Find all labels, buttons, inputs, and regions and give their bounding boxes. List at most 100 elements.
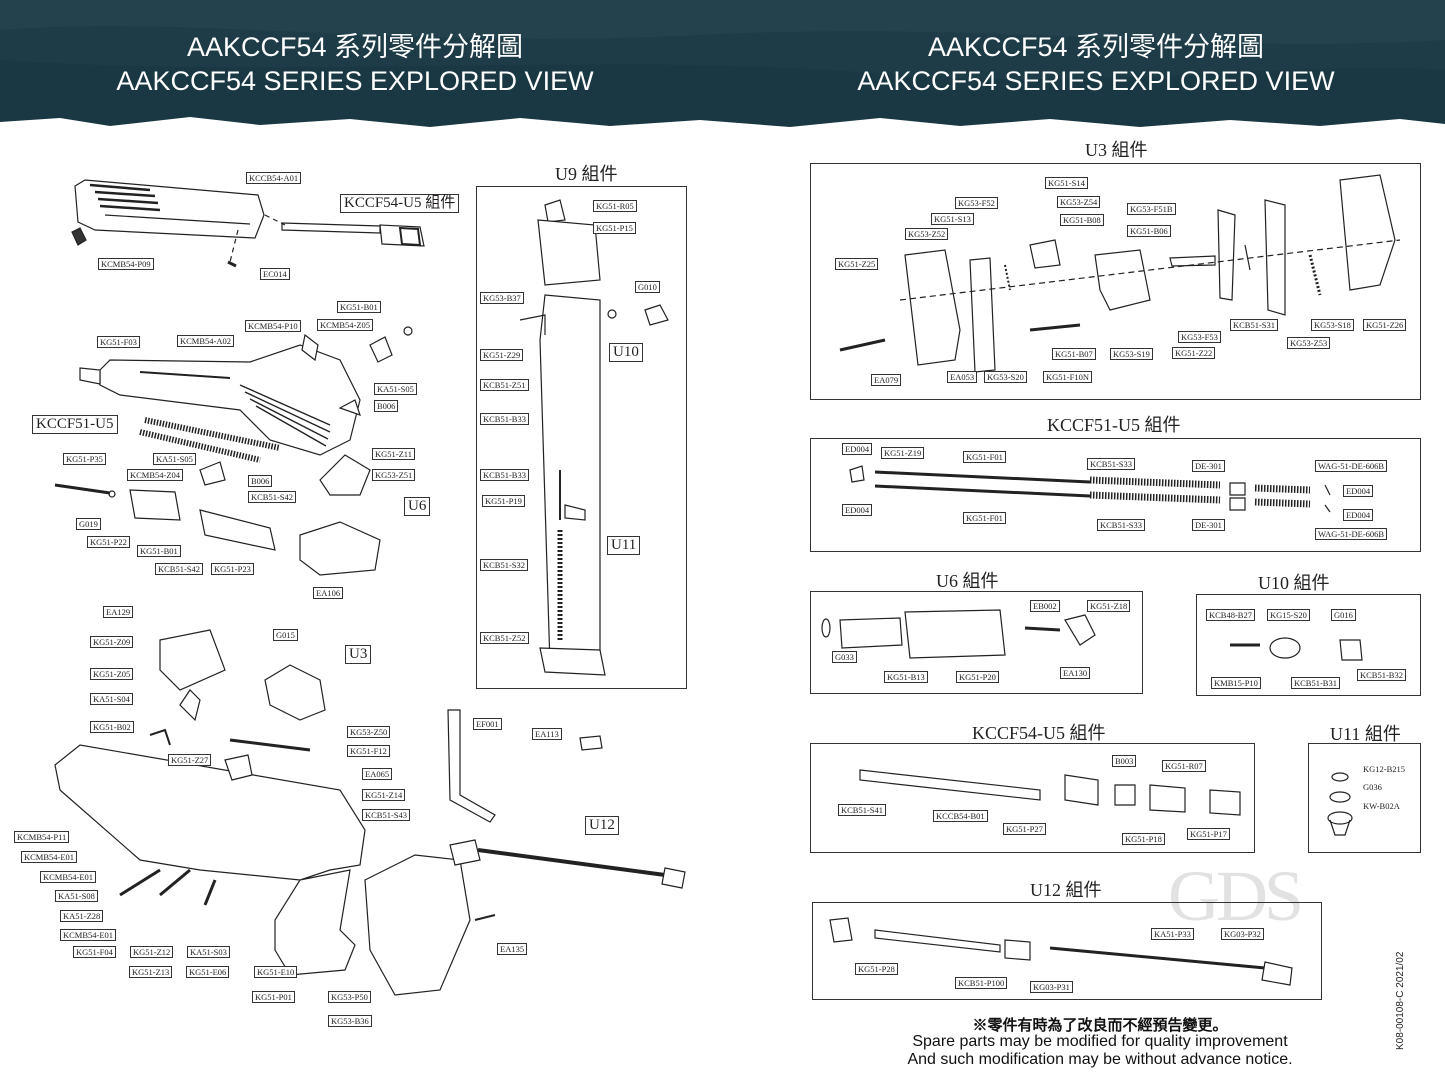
u9-magazine-drawing [519, 199, 669, 676]
part-label: KMB15-P10 [1211, 677, 1261, 689]
u12-drawing [829, 917, 1293, 986]
u11-box [1308, 743, 1421, 853]
part-label: KG53-Z54 [1057, 196, 1101, 208]
part-label: EA106 [313, 587, 344, 599]
part-label: KG51-F10N [1043, 371, 1092, 383]
part-label: KW-B02A [1361, 801, 1402, 811]
left-title-cn: AAKCCF54 系列零件分解圖 [186, 32, 524, 62]
part-label: KG51-B02 [90, 721, 134, 733]
part-label: KG51-P19 [482, 495, 525, 507]
part-label: KCCB54-A01 [246, 172, 302, 184]
part-label: KG51-P35 [63, 453, 106, 465]
part-label: KG53-S18 [1311, 319, 1354, 331]
assembly-label: U12 [585, 816, 619, 835]
part-label: G033 [832, 651, 857, 663]
u3-box [810, 163, 1421, 400]
u10-box [1196, 594, 1421, 696]
right-title-en: AAKCCF54 SERIES EXPLORED VIEW [857, 66, 1335, 96]
part-label: WAG-51-DE-606B [1315, 528, 1388, 540]
part-label: KG51-Z19 [881, 447, 925, 459]
part-label: KG51-F04 [73, 946, 116, 958]
part-label: G010 [635, 281, 660, 293]
kccf51-title: KCCF51-U5 組件 [1047, 415, 1181, 435]
part-label: KA51-S08 [55, 890, 98, 902]
frame-assembly [54, 629, 686, 996]
part-label: B003 [1112, 755, 1137, 767]
kccf54-title: KCCF54-U5 組件 [972, 723, 1106, 743]
part-label: KG51-Z26 [1363, 319, 1407, 331]
part-label: KCB51-S41 [838, 804, 887, 816]
part-label: EB002 [1030, 600, 1060, 612]
part-label: EF001 [473, 718, 502, 730]
part-label: KCB51-B33 [480, 469, 529, 481]
part-label: G016 [1331, 609, 1356, 621]
part-label: KG51-B01 [337, 301, 381, 313]
part-label: KG51-B07 [1052, 348, 1096, 360]
part-label: KG53-Z51 [372, 469, 416, 481]
part-label: KCMB54-P09 [98, 258, 154, 270]
part-label: KG51-F01 [963, 451, 1006, 463]
recoil-spring-assembly [54, 417, 381, 576]
part-label: KG15-S20 [1267, 609, 1310, 621]
assembly-label: U11 [607, 536, 641, 555]
part-label: KCB51-S33 [1097, 519, 1146, 531]
part-label: WAG-51-DE-606B [1315, 460, 1388, 472]
part-label: KCMB54-E01 [40, 871, 97, 883]
slide-assembly [79, 326, 413, 456]
part-label: KG51-P15 [593, 222, 636, 234]
part-label: ED004 [842, 443, 873, 455]
part-label: KG03-P31 [1030, 981, 1073, 993]
notice-en-line2: And such modification may be without adv… [907, 1051, 1293, 1068]
part-label: KG51-Z22 [1172, 347, 1216, 359]
part-label: EA053 [947, 371, 978, 383]
part-label: KA51-S04 [90, 693, 133, 705]
part-label: KG51-P20 [956, 671, 999, 683]
part-label: KG53-F51B [1127, 203, 1176, 215]
part-label: KG53-F52 [955, 197, 998, 209]
part-label: KG51-Z12 [130, 946, 174, 958]
part-label: DE-301 [1192, 519, 1225, 531]
part-label: EA065 [362, 768, 393, 780]
part-label: KG51-B08 [1060, 214, 1104, 226]
part-label: KG51-R05 [593, 200, 637, 212]
u12-title: U12 組件 [1030, 880, 1102, 900]
part-label: KA51-S05 [374, 383, 417, 395]
part-label: EA135 [497, 943, 528, 955]
part-label: ED004 [842, 504, 873, 516]
part-label: KCMB54-E01 [21, 851, 78, 863]
part-label: KG51-P17 [1187, 828, 1230, 840]
part-label: KG51-Z29 [480, 349, 524, 361]
part-label: KA51-P33 [1151, 928, 1194, 940]
header-banner: AAKCCF54 系列零件分解圖 AAKCCF54 SERIES EXPLORE… [0, 0, 1445, 130]
u12-box [812, 902, 1322, 1000]
part-label: KG51-P27 [1003, 823, 1046, 835]
assembly-label: KCCF51-U5 [32, 415, 118, 434]
part-label: KG51-E06 [186, 966, 230, 978]
part-label: KG51-Z11 [372, 448, 415, 460]
u9-title: U9 組件 [555, 164, 618, 184]
left-header-title: AAKCCF54 系列零件分解圖 AAKCCF54 SERIES EXPLORE… [55, 30, 655, 98]
gds-watermark: GDS [1168, 856, 1304, 936]
part-label: KG51-Z09 [90, 636, 134, 648]
part-label: KCMB54-P10 [245, 320, 301, 332]
part-label: KCMB54-Z05 [317, 319, 374, 331]
part-label: KG51-P01 [252, 991, 295, 1003]
part-label: DE-301 [1192, 460, 1225, 472]
part-label: KA51-Z28 [60, 910, 104, 922]
part-label: KG51-F12 [347, 745, 390, 757]
part-label: B006 [374, 400, 399, 412]
part-label: KG51-S13 [931, 213, 974, 225]
assembly-label: KCCF54-U5 組件 [340, 194, 460, 213]
part-label: KG53-F53 [1178, 331, 1221, 343]
assembly-label: U10 [609, 343, 643, 362]
part-label: KG53-B37 [480, 292, 524, 304]
part-label: KG51-F03 [97, 336, 140, 348]
part-label: KA51-S05 [153, 453, 196, 465]
part-label: KCB51-P100 [955, 977, 1008, 989]
right-header-title: AAKCCF54 系列零件分解圖 AAKCCF54 SERIES EXPLORE… [796, 30, 1396, 98]
u6-title: U6 組件 [936, 571, 999, 591]
part-label: EA129 [103, 606, 134, 618]
part-label: KCMB54-P11 [14, 831, 70, 843]
u10-title: U10 組件 [1258, 573, 1330, 593]
part-label: KG51-Z18 [1087, 600, 1131, 612]
